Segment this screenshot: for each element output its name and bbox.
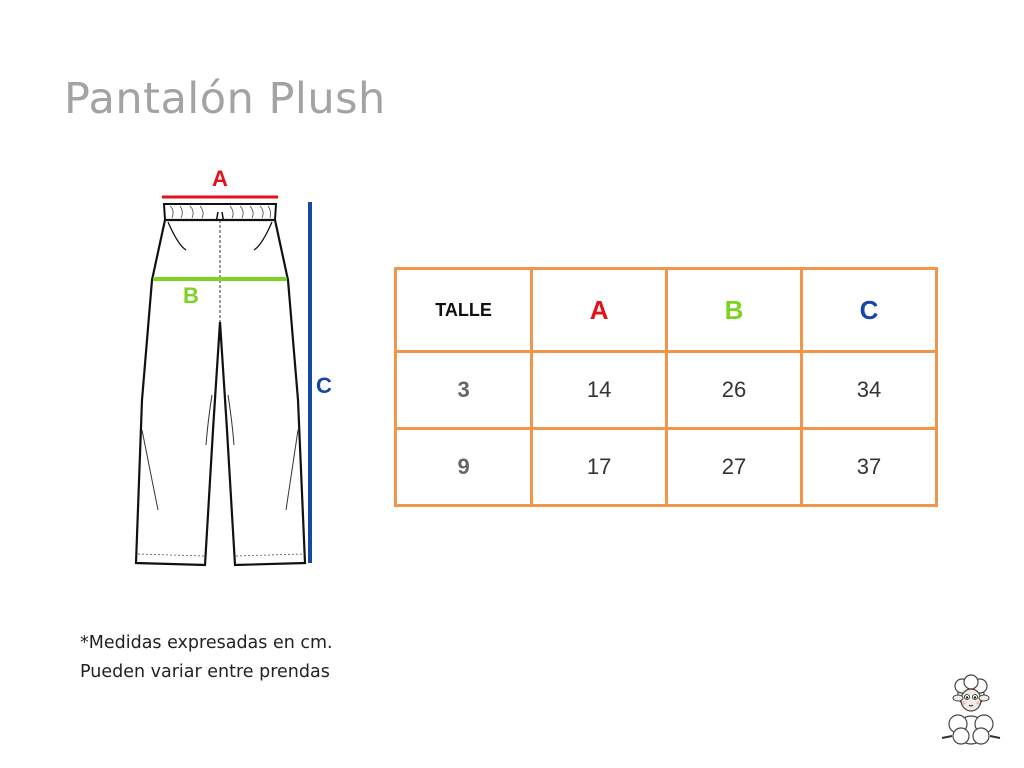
header-c: C [800,267,938,353]
cell-a: 14 [530,350,669,430]
label-b: B [183,283,199,308]
cell-size: 9 [393,427,534,507]
pants-diagram [134,195,312,567]
cell-c: 37 [800,427,938,507]
note-line-1: *Medidas expresadas en cm. [80,633,333,653]
cell-b: 27 [665,427,804,507]
table-row: 9 17 27 37 [393,427,938,507]
note-line-2: Pueden variar entre prendas [80,662,330,682]
table-header-row: TALLE A B C [393,267,938,353]
header-a: A [530,267,669,353]
cell-size: 3 [393,350,534,430]
page-title: Pantalón Plush [64,74,386,124]
cell-a: 17 [530,427,669,507]
table-row: 3 14 26 34 [393,350,938,430]
cell-b: 26 [665,350,804,430]
sheep-logo-icon [941,674,1001,745]
measurement-note: *Medidas expresadas en cm. Pueden variar… [80,629,333,687]
label-a: A [212,166,228,191]
cell-c: 34 [800,350,938,430]
header-b: B [665,267,804,353]
label-c: C [316,373,332,398]
header-talle: TALLE [393,267,534,353]
size-table: TALLE A B C 3 14 26 34 9 17 27 37 [393,267,938,507]
